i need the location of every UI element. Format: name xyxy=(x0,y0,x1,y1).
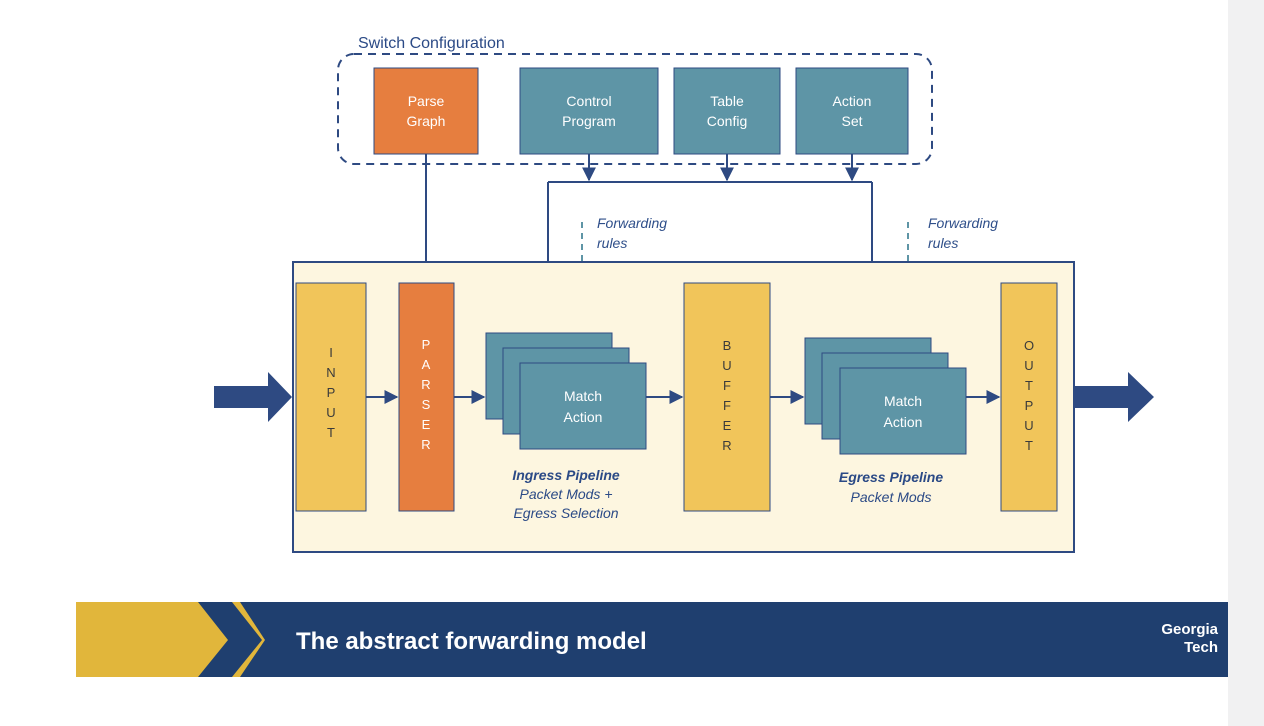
input-letter: N xyxy=(326,365,335,380)
egress-match-action-stack: Match Action xyxy=(804,337,967,455)
parse-graph-line2: Graph xyxy=(407,113,446,129)
parser-letter: P xyxy=(422,337,431,352)
output-letter: U xyxy=(1024,418,1033,433)
input-letter: U xyxy=(326,405,335,420)
buffer-letter: B xyxy=(723,338,732,353)
buffer-letter: E xyxy=(723,418,732,433)
parser-letter: R xyxy=(421,437,430,452)
table-config-line2: Config xyxy=(707,113,747,129)
ingress-match-label: Match xyxy=(564,388,602,404)
georgia-tech-logo-line2: Tech xyxy=(1184,639,1218,656)
control-program-box: Control Program xyxy=(519,67,659,155)
input-letter: T xyxy=(327,425,335,440)
output-flow-arrow xyxy=(1074,372,1154,422)
switch-configuration-group xyxy=(337,53,933,165)
parser-letter: E xyxy=(422,417,431,432)
output-letter: P xyxy=(1025,398,1034,413)
control-program-line1: Control xyxy=(566,93,611,109)
ingress-pipeline-line1: Packet Mods + xyxy=(520,486,613,502)
input-flow-arrow xyxy=(214,372,292,422)
parse-graph-box: Parse Graph xyxy=(373,67,479,155)
buffer-letter: F xyxy=(723,398,731,413)
control-program-line2: Program xyxy=(562,113,616,129)
ingress-action-label: Action xyxy=(564,409,603,425)
footer-banner: The abstract forwarding model Georgia Te… xyxy=(76,602,1228,677)
output-letter: T xyxy=(1025,438,1033,453)
egress-forwarding-rules-line1: Forwarding xyxy=(928,215,998,231)
buffer-letter: U xyxy=(722,358,731,373)
switch-configuration-title: Switch Configuration xyxy=(358,35,505,52)
output-letter: T xyxy=(1025,378,1033,393)
ingress-match-action-stack: Match Action xyxy=(485,332,647,450)
georgia-tech-logo-line1: Georgia xyxy=(1161,621,1218,638)
right-margin-strip xyxy=(1228,0,1264,726)
input-letter: I xyxy=(329,345,333,360)
egress-pipeline-line1: Packet Mods xyxy=(851,489,932,505)
action-set-line2: Set xyxy=(841,113,862,129)
buffer-letter: F xyxy=(723,378,731,393)
output-letter: U xyxy=(1024,358,1033,373)
buffer-letter: R xyxy=(722,438,731,453)
action-set-line1: Action xyxy=(833,93,872,109)
input-letter: P xyxy=(327,385,336,400)
table-config-box: Table Config xyxy=(673,67,781,155)
egress-action-label: Action xyxy=(884,414,923,430)
parse-graph-line1: Parse xyxy=(408,93,445,109)
egress-match-label: Match xyxy=(884,393,922,409)
parser-letter: S xyxy=(422,397,431,412)
ingress-forwarding-rules-line2: rules xyxy=(597,235,627,251)
output-letter: O xyxy=(1024,338,1034,353)
footer-chevron-1 xyxy=(198,602,262,677)
action-set-box: Action Set xyxy=(795,67,909,155)
ingress-pipeline-line2: Egress Selection xyxy=(513,505,618,521)
ingress-forwarding-rules-line1: Forwarding xyxy=(597,215,667,231)
parser-letter: A xyxy=(422,357,431,372)
table-config-line1: Table xyxy=(710,93,744,109)
egress-pipeline-title: Egress Pipeline xyxy=(839,469,943,485)
parser-letter: R xyxy=(421,377,430,392)
ingress-pipeline-title: Ingress Pipeline xyxy=(512,467,620,483)
egress-forwarding-rules-line2: rules xyxy=(928,235,958,251)
footer-title: The abstract forwarding model xyxy=(296,628,647,655)
